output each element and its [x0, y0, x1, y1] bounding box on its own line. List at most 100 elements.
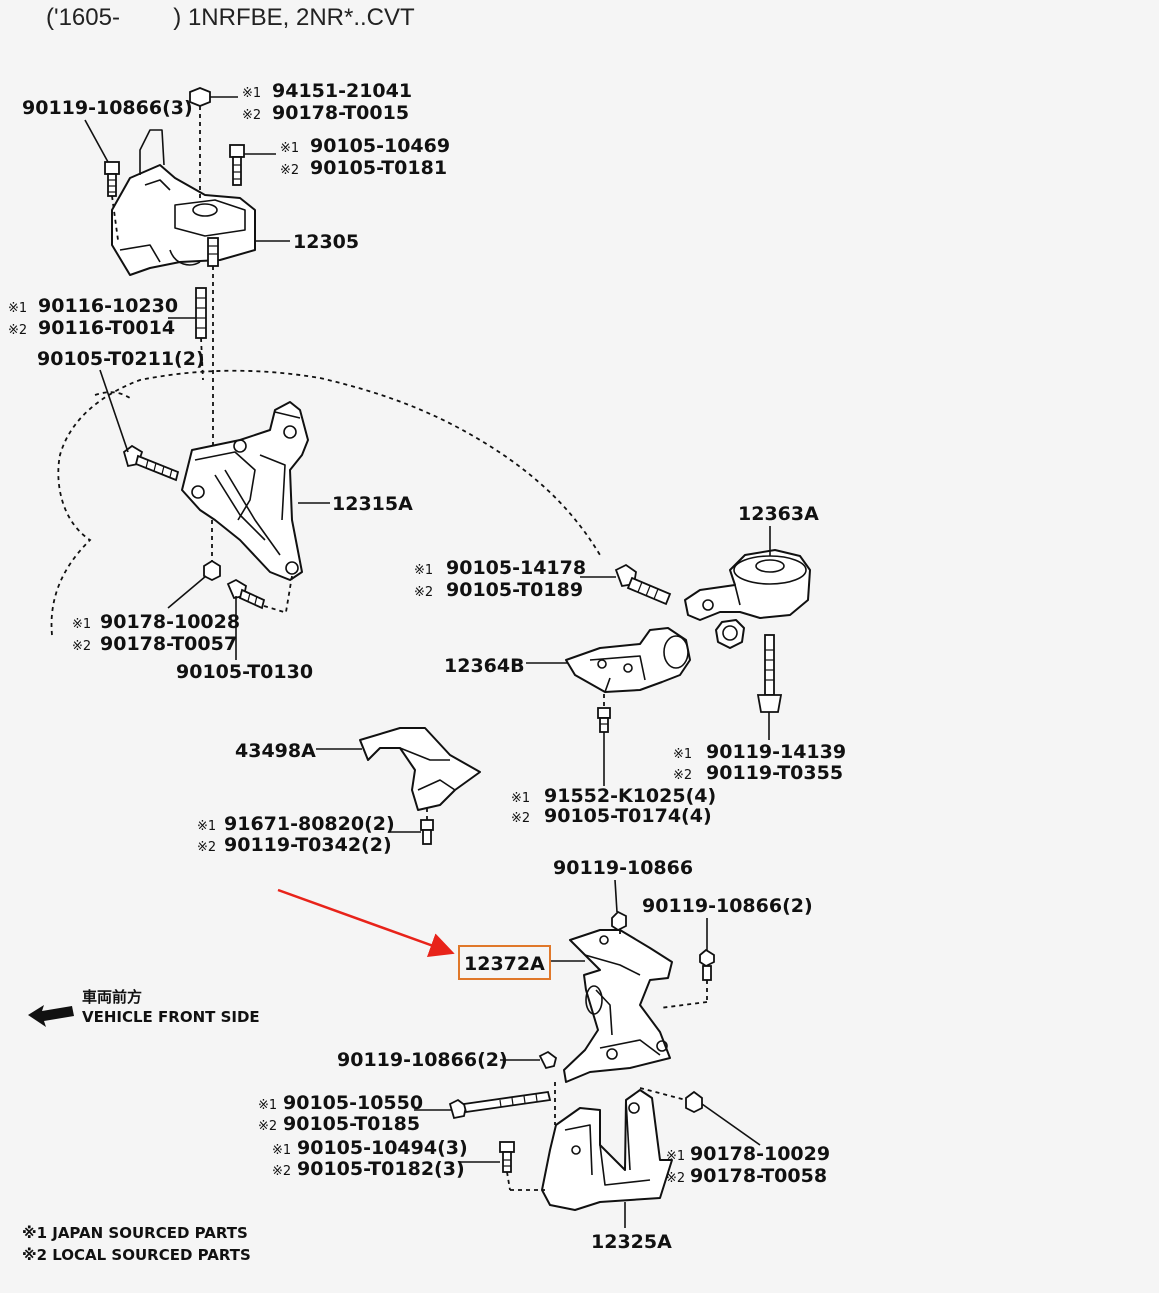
label-12363A[interactable]: 12363A	[738, 503, 819, 525]
label-43498A[interactable]: 43498A	[235, 740, 316, 762]
guide-line	[285, 575, 293, 613]
leader-lines	[84, 96, 771, 1228]
bracket-12372A-drawing	[563, 929, 673, 1083]
bolt-90105-10469	[229, 144, 245, 186]
mark-2: ※2	[242, 108, 261, 123]
nut-90178-10028	[203, 559, 221, 582]
guide-line	[263, 605, 285, 613]
vehicle-front-jp: 車両前方	[82, 988, 142, 1006]
label-90105-T0189[interactable]: 90105-T0189	[446, 579, 583, 601]
label-90119-T0342-2[interactable]: 90119-T0342(2)	[224, 834, 392, 856]
label-90178-10029[interactable]: 90178-10029	[690, 1143, 830, 1165]
mark-2: ※2	[72, 639, 91, 654]
label-90119-10866-2-left[interactable]: 90119-10866(2)	[337, 1049, 508, 1071]
bolt-90119-10866-upper	[104, 161, 120, 197]
highlight-box	[458, 945, 551, 980]
mark-2: ※2	[197, 840, 216, 855]
bolt-90105-10494	[499, 1141, 515, 1173]
mark-1: ※1	[666, 1149, 685, 1164]
mark-1: ※1	[673, 747, 692, 762]
engine-outline	[50, 369, 601, 636]
guide-line	[506, 1171, 511, 1191]
bracket-12364B-drawing	[565, 627, 691, 693]
label-90105-10469[interactable]: 90105-10469	[310, 135, 450, 157]
bolt-90105-10550	[448, 1090, 552, 1120]
label-12372A[interactable]: 12372A	[464, 953, 545, 975]
label-94151-21041[interactable]: 94151-21041	[272, 80, 412, 102]
bracket-12315A-drawing	[181, 401, 309, 581]
mount-12363A-drawing	[684, 549, 811, 649]
mark-2: ※2	[280, 163, 299, 178]
guide-line	[200, 337, 204, 381]
mark-2: ※2	[666, 1171, 685, 1186]
front-arrow-icon	[28, 1005, 74, 1027]
mark-1: ※1	[72, 617, 91, 632]
mark-1: ※1	[280, 141, 299, 156]
diagram-header: ('1605- ) 1NRFBE, 2NR*..CVT	[46, 4, 415, 31]
label-90119-10866-2-right[interactable]: 90119-10866(2)	[642, 895, 813, 917]
vehicle-front-indicator: 車両前方 VEHICLE FRONT SIDE	[28, 988, 260, 1027]
stud-under-12305	[207, 237, 219, 267]
label-90119-14139[interactable]: 90119-14139	[706, 741, 846, 763]
bolt-90119-14139	[756, 634, 783, 713]
legend-japan: ※1 JAPAN SOURCED PARTS	[22, 1224, 248, 1242]
mark-2: ※2	[511, 811, 530, 826]
mark-2: ※2	[272, 1164, 291, 1179]
label-90105-T0211-2[interactable]: 90105-T0211(2)	[37, 348, 205, 370]
bolt-90119-10866-right	[699, 948, 715, 981]
label-90105-T0181[interactable]: 90105-T0181	[310, 157, 447, 179]
label-12315A[interactable]: 12315A	[332, 493, 413, 515]
legend-local: ※2 LOCAL SOURCED PARTS	[22, 1246, 251, 1264]
nut-90178-10029	[685, 1090, 703, 1114]
bolt-90119-10866-top	[611, 910, 627, 932]
label-91671-80820-2[interactable]: 91671-80820(2)	[224, 813, 395, 835]
label-90105-10550[interactable]: 90105-10550	[283, 1092, 423, 1114]
label-90105-T0185[interactable]: 90105-T0185	[283, 1113, 420, 1135]
mark-1: ※1	[8, 301, 27, 316]
label-90178-10028[interactable]: 90178-10028	[100, 611, 240, 633]
label-90116-T0014[interactable]: 90116-T0014	[38, 317, 175, 339]
label-90178-T0057[interactable]: 90178-T0057	[100, 633, 237, 655]
vehicle-front-en: VEHICLE FRONT SIDE	[82, 1008, 260, 1026]
mark-1: ※1	[272, 1143, 291, 1158]
stud-90116-10230	[195, 287, 207, 339]
mark-2: ※2	[8, 323, 27, 338]
label-90116-10230[interactable]: 90116-10230	[38, 295, 178, 317]
label-12305[interactable]: 12305	[293, 231, 359, 253]
bolt-91552-K1025	[597, 707, 611, 733]
mark-1: ※1	[242, 86, 261, 101]
bolt-90105-14178	[614, 563, 672, 606]
mark-1: ※1	[258, 1098, 277, 1113]
label-91552-K1025-4[interactable]: 91552-K1025(4)	[544, 785, 716, 807]
engine-mount-12305-drawing	[111, 129, 256, 276]
bolt-91671-80820	[420, 819, 434, 845]
bolt-90105-T0130	[226, 578, 266, 610]
label-90119-10866[interactable]: 90119-10866	[553, 857, 693, 879]
shield-43498A-drawing	[359, 727, 481, 811]
label-90178-T0015[interactable]: 90178-T0015	[272, 102, 409, 124]
nut-94151-21041	[189, 87, 211, 107]
mark-1: ※1	[197, 819, 216, 834]
highlight-arrow	[277, 888, 455, 957]
label-90105-T0130[interactable]: 90105-T0130	[176, 661, 313, 683]
engine-outline-inner	[94, 391, 131, 399]
mark-1: ※1	[511, 791, 530, 806]
guide-line	[659, 1001, 708, 1009]
label-90119-T0355[interactable]: 90119-T0355	[706, 762, 843, 784]
label-90105-14178[interactable]: 90105-14178	[446, 557, 586, 579]
label-90178-T0058[interactable]: 90178-T0058	[690, 1165, 827, 1187]
bolt-90105-T0211	[122, 444, 180, 482]
label-90105-T0182-3[interactable]: 90105-T0182(3)	[297, 1158, 465, 1180]
label-12364B[interactable]: 12364B	[444, 655, 525, 677]
mark-2: ※2	[414, 585, 433, 600]
label-90105-10494-3[interactable]: 90105-10494(3)	[297, 1137, 468, 1159]
mark-2: ※2	[673, 768, 692, 783]
label-12325A[interactable]: 12325A	[591, 1231, 672, 1253]
label-90119-10866-3[interactable]: 90119-10866(3)	[22, 97, 193, 119]
mark-2: ※2	[258, 1119, 277, 1134]
label-90105-T0174-4[interactable]: 90105-T0174(4)	[544, 805, 712, 827]
mark-1: ※1	[414, 563, 433, 578]
bracket-12325A-drawing	[541, 1089, 673, 1211]
bolt-90119-10866-left	[538, 1050, 558, 1070]
